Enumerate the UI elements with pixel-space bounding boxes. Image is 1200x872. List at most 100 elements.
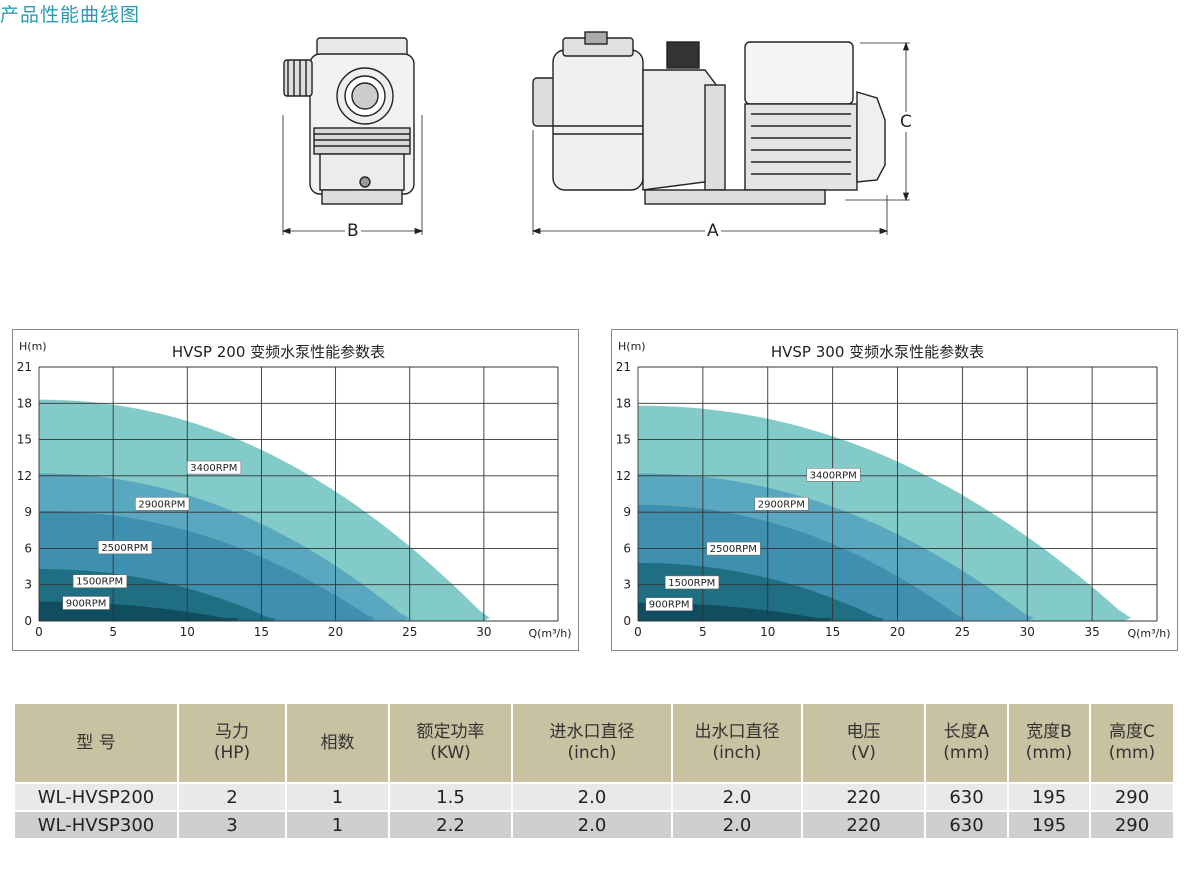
y-tick-label: 3: [623, 578, 631, 592]
series-label: 2500RPM: [710, 544, 757, 555]
x-tick-label: 30: [1020, 625, 1035, 639]
cell-width: 195: [1007, 810, 1091, 840]
chart-title: HVSP 200 变频水泵性能参数表: [172, 343, 385, 361]
x-tick-label: 0: [634, 625, 642, 639]
chart-hvsp300: HVSP 300 变频水泵性能参数表 H(m) 0 5 10 15 20 25 30 35 0 3 6 9…: [611, 329, 1178, 651]
header-outlet: 出水口直径(inch): [671, 702, 803, 784]
x-tick-label: 20: [328, 625, 343, 639]
pump-side-view-drawing: [531, 31, 910, 235]
chart-hvsp200: HVSP 200 变频水泵性能参数表 H(m) 0 5 10 15 20 25 30 0 3 6 9 12…: [12, 329, 579, 651]
y-tick-label: 3: [24, 578, 32, 592]
series-label: 2900RPM: [758, 499, 805, 510]
series-label-box: [62, 596, 110, 610]
header-inlet: 进水口直径(inch): [511, 702, 673, 784]
y-tick-label: 18: [616, 396, 631, 410]
series-label: 900RPM: [649, 600, 690, 611]
series-label-box: [664, 575, 720, 590]
cell-model: WL-HVSP300: [13, 810, 179, 840]
cell-inlet: 2.0: [511, 810, 673, 840]
cell-power: 2.2: [388, 810, 513, 840]
cell-width: 195: [1007, 782, 1091, 812]
chart-hvsp300-svg: HVSP 300 变频水泵性能参数表 H(m) 0 5 10 15 20 25 30 35 0 3 6 9…: [616, 340, 1171, 640]
series-label: 1500RPM: [668, 578, 715, 589]
cell-length: 630: [924, 782, 1009, 812]
series-label-box: [72, 574, 127, 588]
x-axis-label: Q(m³/h): [1127, 627, 1170, 640]
x-tick-label: 20: [890, 625, 905, 639]
cell-height: 290: [1089, 782, 1175, 812]
pump-front-view-drawing: [281, 37, 424, 235]
x-tick-label: 0: [35, 625, 43, 639]
series-label: 1500RPM: [76, 577, 123, 588]
y-tick-label: 12: [17, 469, 32, 483]
series-label-box: [754, 497, 809, 511]
y-tick-label: 0: [623, 614, 631, 628]
header-hp: 马力(HP): [177, 702, 287, 784]
x-tick-label: 35: [1084, 625, 1099, 639]
y-axis-label: H(m): [618, 340, 646, 353]
header-length: 长度A(mm): [924, 702, 1009, 784]
series-label: 2900RPM: [138, 499, 185, 510]
table-row: WL-HVSP200 2 1 1.5 2.0 2.0 220 630 195 2…: [13, 782, 1175, 812]
series-label: 3400RPM: [810, 470, 857, 481]
y-axis-label: H(m): [19, 340, 47, 353]
spec-table-header-row: 型 号 马力(HP) 相数 额定功率(KW) 进水口直径(inch) 出水口直径…: [13, 702, 1175, 784]
cell-voltage: 220: [801, 810, 926, 840]
series-label: 3400RPM: [190, 463, 237, 474]
x-tick-label: 5: [699, 625, 707, 639]
series-label-box: [135, 497, 190, 511]
y-tick-label: 0: [24, 614, 32, 628]
table-row: WL-HVSP300 3 1 2.2 2.0 2.0 220 630 195 2…: [13, 810, 1175, 840]
series-label-box: [645, 597, 693, 611]
series-label-box: [98, 540, 153, 555]
x-tick-label: 25: [402, 625, 417, 639]
y-tick-label: 15: [17, 433, 32, 447]
series-label-box: [806, 468, 861, 482]
y-tick-label: 21: [17, 360, 32, 374]
cell-voltage: 220: [801, 782, 926, 812]
header-voltage: 电压(V): [801, 702, 926, 784]
x-tick-label: 10: [760, 625, 775, 639]
cell-model: WL-HVSP200: [13, 782, 179, 812]
y-tick-label: 6: [24, 541, 32, 555]
x-tick-label: 25: [955, 625, 970, 639]
x-tick-label: 30: [476, 625, 491, 639]
header-height: 高度C(mm): [1089, 702, 1175, 784]
x-tick-label: 10: [180, 625, 195, 639]
y-tick-label: 12: [616, 469, 631, 483]
spec-table: 型 号 马力(HP) 相数 额定功率(KW) 进水口直径(inch) 出水口直径…: [13, 702, 1175, 840]
cell-phase: 1: [285, 782, 390, 812]
cell-power: 1.5: [388, 782, 513, 812]
cell-hp: 2: [177, 782, 287, 812]
y-tick-label: 18: [17, 396, 32, 410]
header-width: 宽度B(mm): [1007, 702, 1091, 784]
cell-hp: 3: [177, 810, 287, 840]
y-tick-label: 9: [24, 505, 32, 519]
dimension-a-label: A: [705, 221, 721, 241]
cell-outlet: 2.0: [671, 810, 803, 840]
y-tick-label: 21: [616, 360, 631, 374]
x-tick-label: 15: [825, 625, 840, 639]
cell-inlet: 2.0: [511, 782, 673, 812]
section-title: 产品性能曲线图: [0, 4, 141, 26]
series-label: 2500RPM: [101, 543, 148, 554]
chart-title: HVSP 300 变频水泵性能参数表: [771, 343, 984, 361]
y-tick-label: 15: [616, 433, 631, 447]
dimension-c-label: C: [898, 112, 914, 132]
y-tick-label: 6: [623, 541, 631, 555]
cell-outlet: 2.0: [671, 782, 803, 812]
chart-hvsp200-svg: HVSP 200 变频水泵性能参数表 H(m) 0 5 10 15 20 25 30 0 3 6 9 12…: [17, 340, 572, 640]
x-axis-label: Q(m³/h): [528, 627, 571, 640]
cell-phase: 1: [285, 810, 390, 840]
series-label: 900RPM: [66, 598, 107, 609]
x-tick-label: 15: [254, 625, 269, 639]
series-label-box: [187, 460, 242, 475]
header-model: 型 号: [13, 702, 179, 784]
y-tick-label: 9: [623, 505, 631, 519]
cell-height: 290: [1089, 810, 1175, 840]
header-power: 额定功率(KW): [388, 702, 513, 784]
header-phase: 相数: [285, 702, 390, 784]
series-label-box: [706, 541, 761, 556]
x-tick-label: 5: [109, 625, 117, 639]
cell-length: 630: [924, 810, 1009, 840]
